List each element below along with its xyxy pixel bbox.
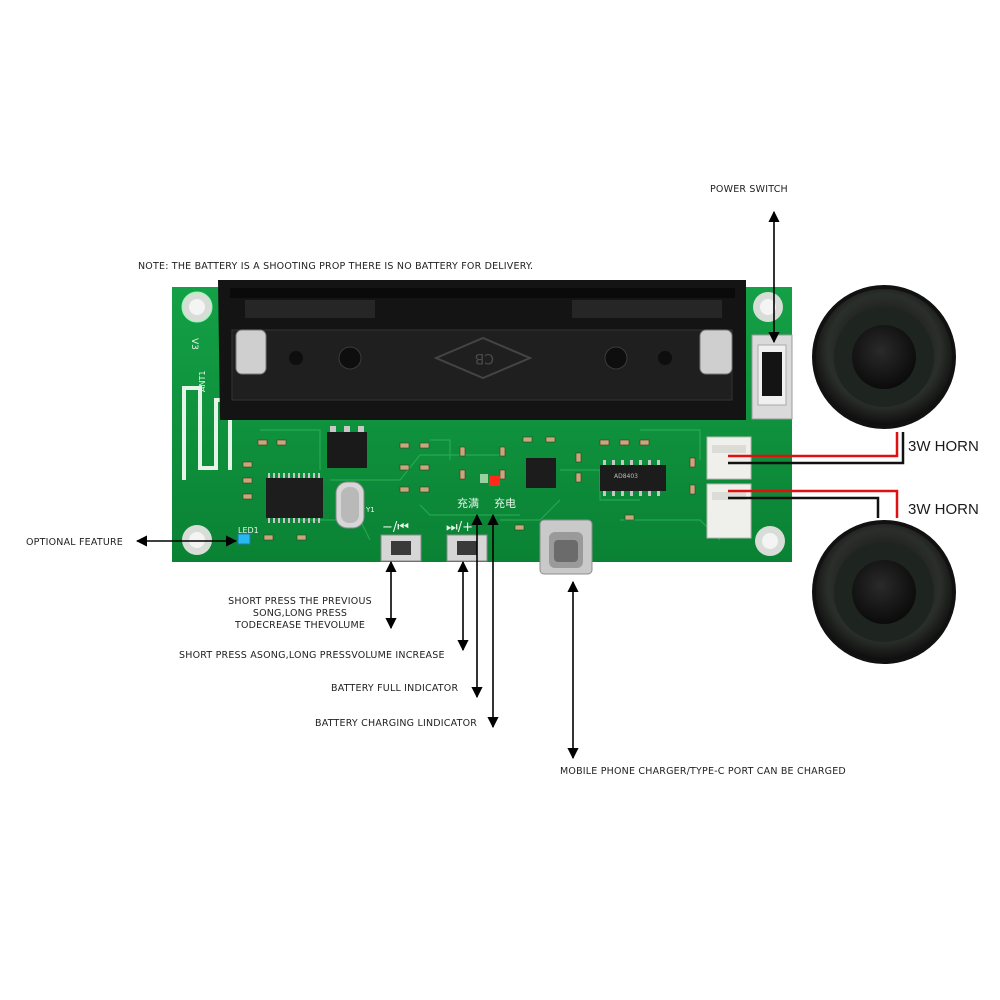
prev-button-label-line3: TODECREASE THEVOLUME (234, 620, 366, 631)
charge-chip (526, 458, 556, 488)
speaker-bottom-label: 3W HORN (908, 501, 979, 518)
led-optional (237, 533, 251, 545)
speaker-top (812, 285, 956, 429)
charge-full-label: 充满 (457, 496, 479, 510)
prev-button-label-line1: SHORT PRESS THE PREVIOUS (228, 596, 372, 607)
mounting-hole (755, 526, 785, 556)
typec-port-label: MOBILE PHONE CHARGER/TYPE-C PORT CAN BE … (560, 766, 846, 777)
amplifier-chip-label: AD8403 (614, 473, 638, 480)
power-switch[interactable] (751, 334, 793, 420)
antenna-label: ANT1 (198, 371, 207, 392)
battery-full-label: BATTERY FULL INDICATOR (331, 683, 459, 694)
crystal-oscillator (335, 481, 365, 529)
speaker-connector-top (706, 436, 752, 480)
speaker-bottom (812, 520, 956, 664)
smd-components (242, 436, 696, 541)
led-full (480, 474, 488, 483)
prev-button[interactable] (380, 534, 422, 562)
crystal-label: Y1 (365, 506, 375, 514)
battery-charging-label: BATTERY CHARGING LINDICATOR (315, 718, 478, 729)
speaker-top-label: 3W HORN (908, 438, 979, 455)
typec-port[interactable] (539, 519, 593, 575)
speaker-wires (728, 432, 905, 518)
prev-button-label-line2: SONG,LONG PRESS (252, 608, 348, 619)
battery-holder: CB (218, 280, 746, 420)
battery-note: NOTE: THE BATTERY IS A SHOOTING PROP THE… (138, 261, 534, 272)
amplifier-chip: AD8403 (600, 460, 666, 496)
led-charging (489, 476, 500, 486)
prev-button-symbol: −/⏮ (382, 520, 409, 535)
power-switch-label: POWER SWITCH (710, 184, 788, 195)
regulator-chip (327, 426, 367, 468)
mounting-hole (182, 525, 212, 555)
speaker-connector-bottom (706, 483, 752, 539)
next-button-symbol: ⏭/+ (446, 520, 473, 535)
next-button-label: SHORT PRESS ASONG,LONG PRESSVOLUME INCRE… (179, 650, 445, 661)
led-label: LED1 (238, 526, 259, 535)
optional-feature-label: OPTIONAL FEATURE (26, 537, 123, 548)
board-version-label: V3 (189, 338, 199, 350)
charging-label: 充电 (494, 496, 516, 510)
mounting-hole (181, 291, 213, 323)
holder-logo-text: CB (475, 350, 494, 366)
mounting-hole (753, 292, 783, 322)
bluetooth-chip (266, 473, 323, 523)
next-button[interactable] (446, 534, 488, 562)
callout-arrows (135, 210, 780, 760)
